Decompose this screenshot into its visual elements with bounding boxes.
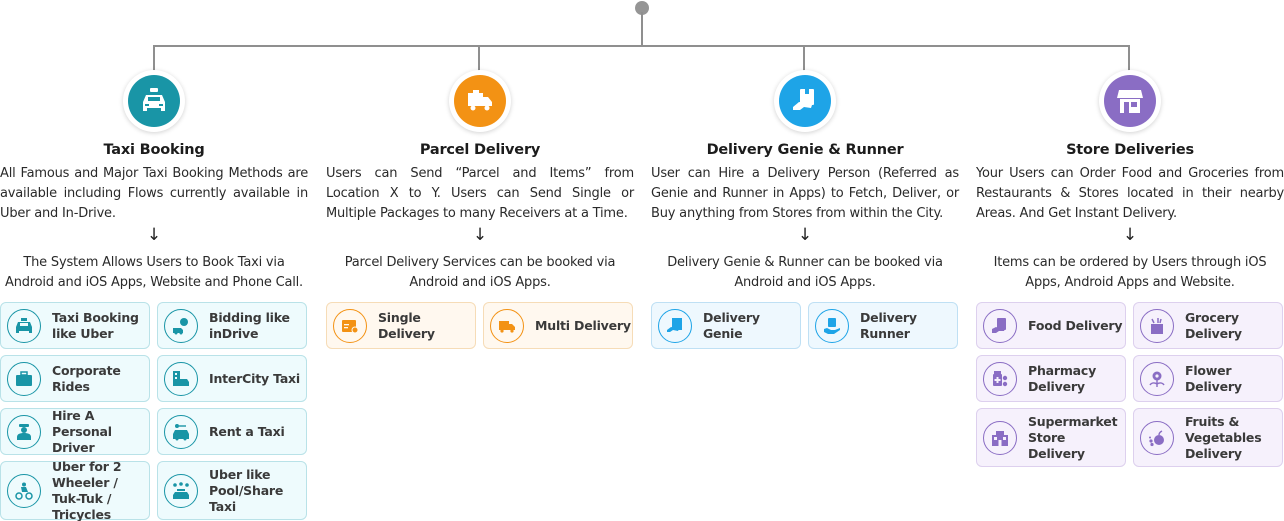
service-card-single-delivery[interactable]: Single Delivery xyxy=(326,302,476,349)
service-card-multi-delivery[interactable]: Multi Delivery xyxy=(483,302,633,349)
service-label: Delivery Runner xyxy=(860,309,917,341)
service-label: Multi Delivery xyxy=(535,317,631,333)
rental-key-car-icon xyxy=(164,414,198,449)
delivery-truck-icon xyxy=(490,308,524,343)
category-title: Taxi Booking xyxy=(103,142,205,158)
service-card-pharmacy-delivery[interactable]: Pharmacy Delivery xyxy=(976,355,1126,402)
service-label: Fruits & Vegetables Delivery xyxy=(1185,413,1262,461)
chauffeur-icon xyxy=(7,414,41,449)
hand-package-icon xyxy=(658,308,692,343)
arrow-down-icon: ↓ xyxy=(1122,225,1138,245)
service-card-bidding-like-indrive[interactable]: Bidding like inDrive xyxy=(157,302,307,349)
branch-connector-genie xyxy=(803,45,805,73)
category-description: Users can Send “Parcel and Items” from L… xyxy=(326,166,634,221)
briefcase-icon xyxy=(7,361,41,396)
service-label: Single Delivery xyxy=(378,309,435,341)
category-hub xyxy=(774,70,836,132)
service-label: Pharmacy Delivery xyxy=(1028,362,1097,394)
delivery-truck-icon xyxy=(454,75,506,127)
supermarket-icon xyxy=(983,420,1017,455)
fruits-icon xyxy=(1140,420,1174,455)
category-hub xyxy=(1099,70,1161,132)
service-label: Flower Delivery xyxy=(1185,362,1242,394)
service-card-intercity-taxi[interactable]: InterCity Taxi xyxy=(157,355,307,402)
arrow-down-icon: ↓ xyxy=(146,225,162,245)
category-title: Store Deliveries xyxy=(1066,142,1194,158)
service-card-rent-a-taxi[interactable]: Rent a Taxi xyxy=(157,408,307,455)
service-card-flower-delivery[interactable]: Flower Delivery xyxy=(1133,355,1283,402)
service-grid: Taxi Booking like Uber Bidding like inDr… xyxy=(0,302,308,521)
service-grid: Single Delivery Multi Delivery xyxy=(326,302,634,349)
category-hub xyxy=(123,70,185,132)
service-label: Taxi Booking like Uber xyxy=(52,309,139,341)
service-card-taxi-booking-like-uber[interactable]: Taxi Booking like Uber xyxy=(0,302,150,349)
parcel-box-icon xyxy=(333,308,367,343)
service-grid: Food Delivery Grocery Delivery Pharmacy … xyxy=(976,302,1284,467)
service-card-hire-a-personal-driver[interactable]: Hire A Personal Driver xyxy=(0,408,150,455)
service-card-pool-share-taxi[interactable]: Uber like Pool/Share Taxi xyxy=(157,461,307,520)
hand-package-icon xyxy=(779,75,831,127)
horizontal-connector-line xyxy=(153,45,1130,47)
booking-note: Items can be ordered by Users through iO… xyxy=(993,255,1267,290)
category-title: Parcel Delivery xyxy=(419,142,541,158)
arrow-down-icon: ↓ xyxy=(472,225,488,245)
service-grid: Delivery Genie Delivery Runner xyxy=(651,302,959,349)
category-description: Your Users can Order Food and Groceries … xyxy=(976,166,1284,221)
service-label: Corporate Rides xyxy=(52,362,121,394)
service-card-food-delivery[interactable]: Food Delivery xyxy=(976,302,1126,349)
category-description: User can Hire a Delivery Person (Referre… xyxy=(651,166,959,221)
motorbike-icon xyxy=(7,473,41,508)
service-card-delivery-genie[interactable]: Delivery Genie xyxy=(651,302,801,349)
medicine-icon xyxy=(983,361,1017,396)
service-label: Hire A Personal Driver xyxy=(52,407,112,455)
branch-connector-parcel xyxy=(478,45,480,73)
hand-box-icon xyxy=(815,308,849,343)
storefront-icon xyxy=(1104,75,1156,127)
service-card-two-wheeler[interactable]: Uber for 2 Wheeler / Tuk-Tuk / Tricycles xyxy=(0,458,150,521)
service-label: Uber like Pool/Share Taxi xyxy=(209,466,284,514)
food-bag-icon xyxy=(983,308,1017,343)
grocery-bag-icon xyxy=(1140,308,1174,343)
service-card-supermarket-store-delivery[interactable]: Supermarket Store Delivery xyxy=(976,408,1126,467)
root-connector-line xyxy=(641,12,643,46)
service-label: Delivery Genie xyxy=(703,309,760,341)
service-card-corporate-rides[interactable]: Corporate Rides xyxy=(0,355,150,402)
carpool-icon xyxy=(164,473,198,508)
bidding-car-icon xyxy=(164,308,198,343)
flower-icon xyxy=(1140,361,1174,396)
service-card-grocery-delivery[interactable]: Grocery Delivery xyxy=(1133,302,1283,349)
category-description: All Famous and Major Taxi Booking Method… xyxy=(0,166,308,221)
booking-note: Delivery Genie & Runner can be booked vi… xyxy=(667,255,943,290)
arrow-down-icon: ↓ xyxy=(797,225,813,245)
category-hub xyxy=(449,70,511,132)
branch-connector-taxi xyxy=(153,45,155,73)
branch-connector-store xyxy=(1128,45,1130,73)
taxi-icon xyxy=(7,308,41,343)
root-node-dot xyxy=(635,1,649,15)
service-label: Food Delivery xyxy=(1028,317,1123,333)
service-label: Grocery Delivery xyxy=(1185,309,1242,341)
service-card-delivery-runner[interactable]: Delivery Runner xyxy=(808,302,958,349)
category-title: Delivery Genie & Runner xyxy=(706,142,904,158)
booking-note: Parcel Delivery Services can be booked v… xyxy=(344,255,616,290)
taxi-icon xyxy=(128,75,180,127)
service-label: InterCity Taxi xyxy=(209,370,300,386)
city-car-icon xyxy=(164,361,198,396)
booking-note: The System Allows Users to Book Taxi via… xyxy=(5,255,303,290)
service-label: Rent a Taxi xyxy=(209,423,285,439)
service-label: Bidding like inDrive xyxy=(209,309,290,341)
service-label: Uber for 2 Wheeler / Tuk-Tuk / Tricycles xyxy=(52,458,122,521)
service-card-fruits-vegetables-delivery[interactable]: Fruits & Vegetables Delivery xyxy=(1133,408,1283,467)
service-label: Supermarket Store Delivery xyxy=(1028,413,1118,461)
